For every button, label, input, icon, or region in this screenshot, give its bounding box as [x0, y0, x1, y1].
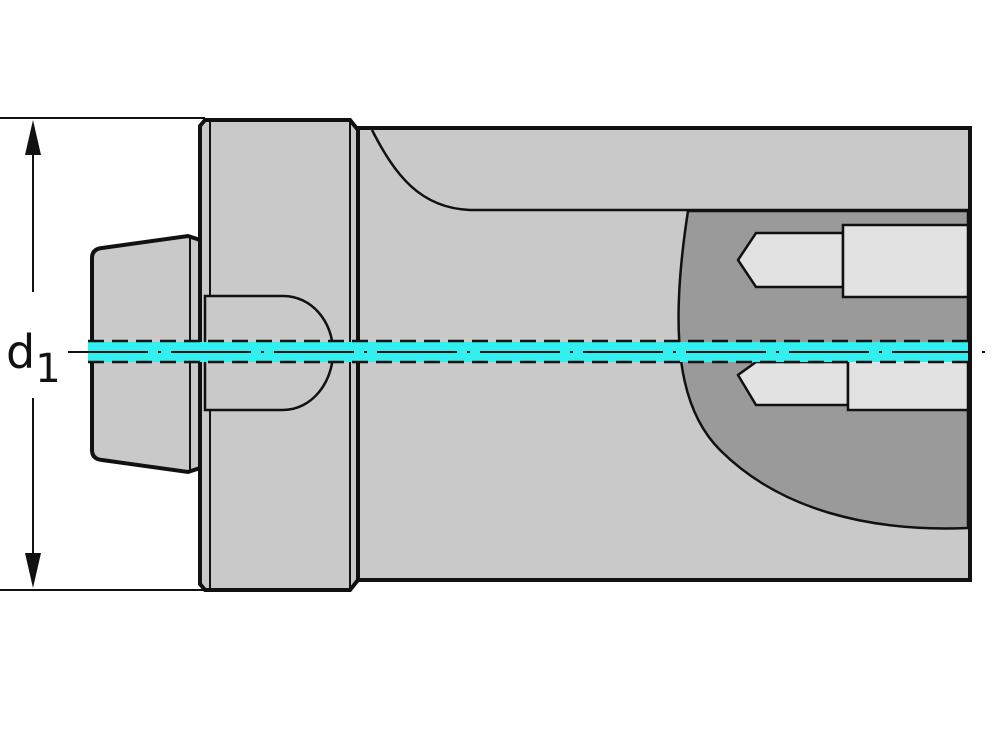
- dimension-subscript: 1: [35, 346, 60, 392]
- lower-bore: [736, 360, 850, 407]
- arrow-up-icon: [25, 120, 41, 155]
- flat-groove-edge: [370, 129, 968, 212]
- dimension-label: d1: [6, 325, 61, 392]
- upper-counterbore: [841, 223, 970, 299]
- lower-counterbore: [846, 358, 970, 412]
- upper-bore: [736, 231, 845, 289]
- arrow-down-icon: [25, 553, 41, 588]
